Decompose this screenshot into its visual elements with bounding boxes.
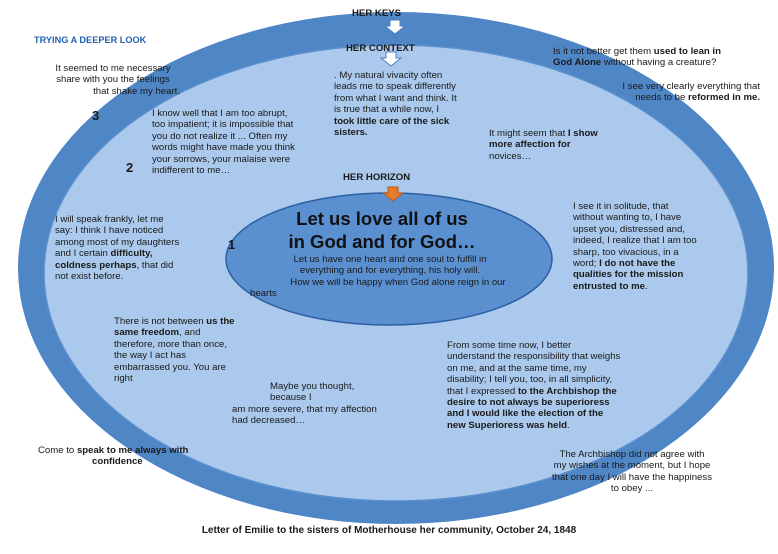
quote-line: am more severe, that my affection	[232, 403, 377, 415]
quote-line: desire to not always be superioress	[447, 397, 610, 409]
quote-line: I see it in solitude, that	[573, 201, 669, 212]
keys-arrow	[383, 19, 407, 35]
quote-line: that shake my heart.	[93, 85, 180, 97]
horizon-arrow	[381, 186, 405, 202]
quote-line: I know well that I am too abrupt,	[152, 108, 288, 119]
quote-line: . My natural vivacity often	[334, 70, 443, 81]
quote-line: qualities for the mission	[573, 269, 684, 281]
quote-line: novices…	[489, 150, 532, 162]
quote-line: without wanting to, I have	[573, 212, 682, 224]
quote-line: therefore, more than once,	[114, 338, 228, 350]
quote-line: new Superioress was held.	[447, 419, 570, 431]
quote-line: understand the responsibility that weigh…	[447, 351, 621, 363]
quote-line: coldness perhaps, that did	[55, 259, 174, 271]
quote-line: It seemed to me necessary	[55, 63, 171, 74]
quote-line: I see very clearly everything that	[622, 81, 760, 92]
core-body-line: Let us have one heart and one soul to fu…	[293, 254, 487, 265]
quote-line: From some time now, I better	[447, 340, 572, 351]
core-body-line: hearts	[250, 288, 277, 300]
quote-novices: It might seem that I show more affection…	[489, 128, 639, 162]
ring-number-1: 1	[228, 237, 236, 252]
ring-number-3: 3	[92, 108, 100, 123]
quote-line: my wishes at the moment, but I hope	[553, 460, 711, 472]
quote-line: disability; I tell you, too, in all simp…	[447, 374, 613, 386]
quote-line: you do not realize it ... Often my	[152, 130, 288, 142]
quote-line: leads me to speak differently	[334, 81, 456, 93]
keys-label: HER KEYS	[352, 8, 402, 19]
quote-archbishop: The Archbishop did not agree with my wis…	[537, 449, 727, 495]
quote-line: The Archbishop did not agree with	[559, 449, 705, 460]
core-body-line: How we will be happy when God alone reig…	[290, 276, 506, 288]
ring-number-2: 2	[126, 160, 134, 175]
quote-line: to obey ...	[610, 483, 654, 495]
quote-line: more affection for	[489, 139, 571, 151]
context-arrow	[379, 51, 403, 67]
quote-line: It might seem that I show	[489, 128, 598, 139]
quote-line: needs to be reformed in me.	[635, 92, 760, 104]
quote-lean-on-god: Is it not better get them used to lean i…	[553, 46, 753, 69]
quote-line: among most of my daughters	[55, 236, 180, 248]
quote-line: sisters.	[334, 127, 368, 139]
quote-more-severe: Maybe you thought, because I am more sev…	[230, 381, 390, 427]
quote-line: entrusted to me.	[573, 280, 648, 292]
quote-line: from what I want and think. It	[334, 92, 457, 104]
quote-line: embarrassed you. You are	[114, 361, 226, 373]
quote-solitude: I see it in solitude, that without wanti…	[573, 201, 743, 292]
quote-line: I will speak frankly, let me	[55, 214, 164, 225]
diagram-caption: Letter of Emilie to the sisters of Mothe…	[201, 525, 577, 536]
page-title: TRYING A DEEPER LOOK	[34, 35, 147, 45]
quote-line: the way I act has	[114, 350, 186, 362]
quote-line: your sorrows, your malaise were	[152, 153, 291, 165]
quote-line: that I expressed to the Archbishop the	[447, 385, 617, 397]
quote-line: took little care of the sick	[334, 115, 450, 127]
quote-line: is true that a while now, I	[334, 104, 440, 116]
quote-line: sharp, too vivacious, in a	[573, 246, 679, 258]
quote-line: Maybe you thought, because I	[270, 381, 355, 404]
quote-line: and I certain difficulty,	[55, 248, 153, 260]
quote-line: confidence	[92, 456, 143, 468]
quote-line: too impatient; it is impossible that	[152, 119, 294, 131]
quote-speak-frankly: I will speak frankly, let me say: I thin…	[55, 214, 205, 282]
quote-line: indifferent to me…	[152, 165, 231, 177]
quote-line: indeed, I realize that I am too	[573, 235, 697, 247]
core-title-line: Let us love all of us	[296, 208, 468, 229]
quote-line: Is it not better get them used to lean i…	[553, 46, 721, 57]
quote-line: right	[114, 373, 133, 385]
quote-line: Come to speak to me always with	[38, 445, 189, 456]
quote-line: There is not between us the	[114, 316, 235, 327]
horizon-label: HER HORIZON	[343, 172, 411, 183]
quote-line: God Alone without having a creature?	[553, 57, 717, 69]
core-title: Let us love all of us in God and for God…	[262, 207, 502, 253]
core-title-line: in God and for God…	[288, 231, 476, 252]
quote-line: say: I think I have noticed	[55, 225, 164, 237]
quote-line: not exist before.	[55, 271, 124, 283]
quote-shake-heart: It seemed to me necessary share with you…	[38, 63, 188, 97]
context-label: HER CONTEXT	[346, 43, 415, 54]
core-body: Let us have one heart and one soul to fu…	[248, 254, 532, 300]
quote-same-freedom: There is not between us the same freedom…	[114, 316, 254, 384]
quote-line: word; I do not have the	[573, 258, 676, 270]
quote-line: upset you, distressed and,	[573, 223, 685, 235]
quote-reformed: I see very clearly everything that needs…	[580, 81, 760, 104]
quote-too-abrupt: I know well that I am too abrupt, too im…	[152, 108, 332, 176]
quote-line: same freedom, and	[114, 327, 201, 339]
quote-line: share with you the feelings	[56, 74, 170, 86]
quote-confidence: Come to speak to me always with confiden…	[38, 445, 218, 468]
quote-line: words might have made you think	[152, 142, 295, 154]
quote-line: and I would like the election of the	[447, 408, 604, 420]
quote-natural-vivacity: . My natural vivacity often leads me to …	[334, 70, 494, 138]
quote-responsibility: From some time now, I better understand …	[447, 340, 647, 431]
quote-line: had decreased…	[232, 415, 306, 427]
quote-line: that one day I will have the happiness	[551, 471, 712, 483]
core-body-line: everything and for everything, his holy …	[299, 265, 481, 277]
quote-line: on me, and at the same time, my	[447, 362, 587, 374]
